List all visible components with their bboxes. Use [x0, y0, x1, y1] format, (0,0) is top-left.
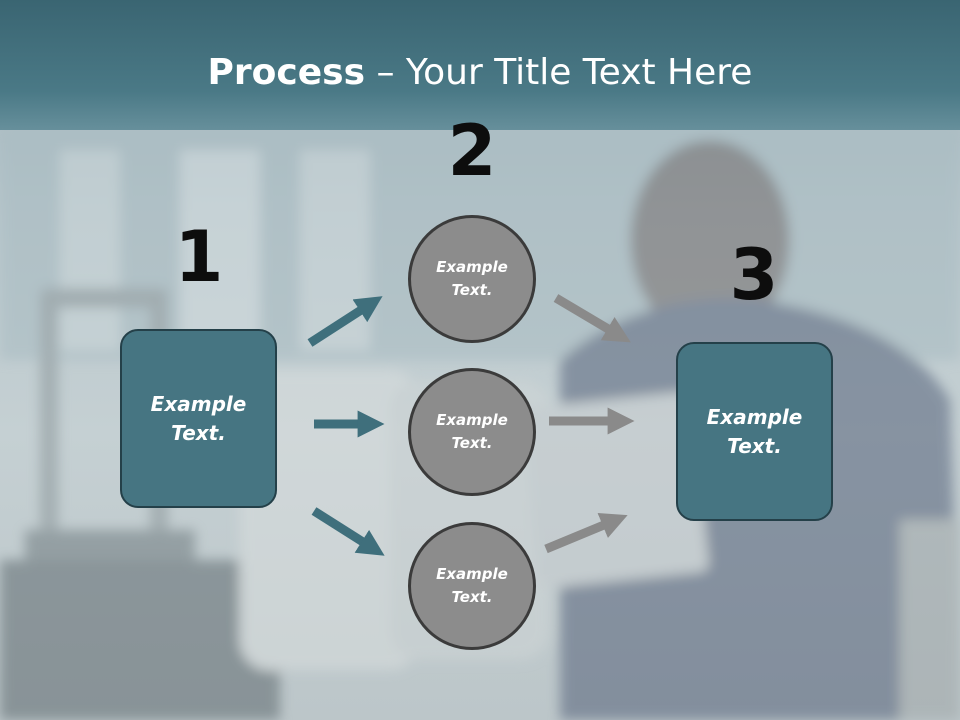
arrow-2a-to-3	[553, 294, 631, 343]
arrow-1-to-2c	[311, 507, 385, 556]
title-rest: – Your Title Text Here	[365, 52, 753, 93]
step-number-1: 1	[174, 216, 224, 298]
arrow-2c-to-3	[544, 513, 628, 554]
title-bold: Process	[207, 52, 366, 93]
slide-title: Process – Your Title Text Here	[0, 52, 960, 93]
arrow-1-to-2a	[307, 296, 383, 347]
header-band	[0, 0, 960, 130]
step-number-2: 2	[447, 110, 497, 192]
step-number-3: 3	[729, 234, 779, 316]
